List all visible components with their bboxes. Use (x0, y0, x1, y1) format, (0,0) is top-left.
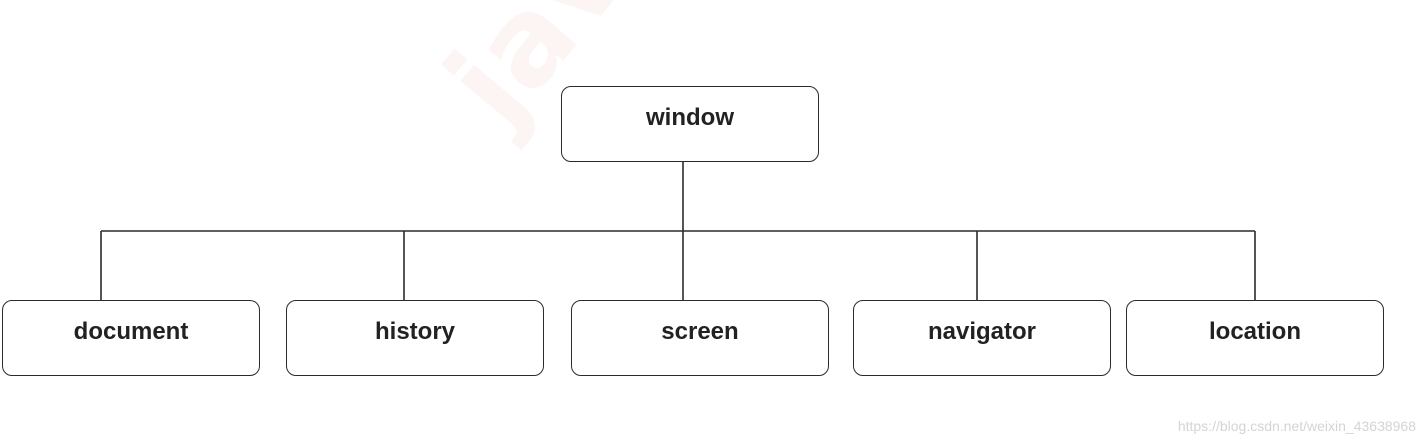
window-node: window (561, 86, 819, 162)
screen-label: screen (661, 318, 739, 345)
history-node: history (286, 300, 544, 376)
document-label: document (73, 318, 189, 345)
window-label: window (646, 104, 734, 131)
document-node: document (2, 300, 260, 376)
location-node: location (1126, 300, 1384, 376)
navigator-node: navigator (853, 300, 1111, 376)
location-label: location (1208, 318, 1301, 345)
navigator-label: navigator (927, 318, 1037, 345)
source-credit: https://blog.csdn.net/weixin_43638968 (1177, 418, 1416, 434)
screen-node: screen (571, 300, 829, 376)
history-label: history (374, 318, 455, 345)
